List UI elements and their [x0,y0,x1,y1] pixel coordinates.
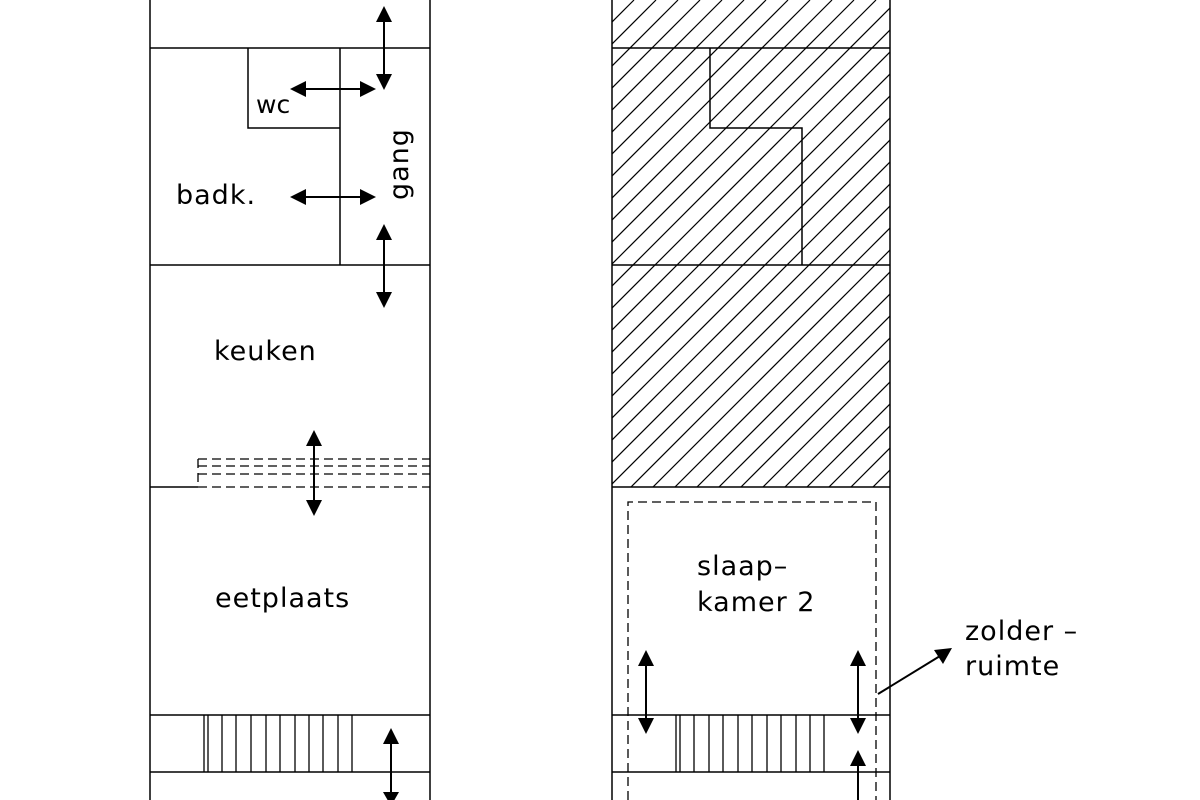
hatch-line [696,293,890,487]
hatch-line [828,425,890,487]
hatch-line [872,469,890,487]
hatch-line [612,51,890,331]
hatch-line [926,0,1200,500]
room-label-bedroom-line2: kamer 2 [697,587,815,618]
hatch-line [612,29,890,309]
hatch-line [850,447,890,487]
hatch-line [1014,0,1200,500]
room-label-kitchen: keuken [214,336,317,367]
hatch-line [612,0,723,111]
bedroom-dashed-outline [627,501,877,800]
arrow-bathroom [290,189,376,205]
hatch-line [612,0,811,199]
hatch-line [1146,0,1200,500]
hatch-line [1036,0,1200,500]
hatch-line [1058,0,1200,500]
hatch-line [612,7,890,287]
hatch-line [612,205,890,485]
arrow-hallway-top [376,6,392,90]
hatch-line [630,227,890,487]
hatch-line [612,0,657,45]
room-label-bathroom: badk. [176,180,256,211]
room-label-wc: wc [256,90,290,119]
hatch-line [784,381,890,487]
hatch-line [612,0,701,89]
hatch-line [612,73,890,353]
staircase-ground [150,714,430,773]
hatch-line [992,0,1200,500]
room-label-bedroom-line1: slaap– [697,551,788,582]
hatch-line [904,0,1200,500]
arrow-bedroom-left [638,650,654,734]
arrow-hallway-kitchen [376,224,392,308]
hatch-line [612,183,890,463]
hatch-line [612,0,613,1]
hatch-line [1102,0,1200,500]
arrow-bedroom-right [850,650,866,734]
hatch-line [612,117,890,397]
hatch-line [612,0,855,243]
hatch-line [612,0,789,177]
hatch-line [1190,0,1200,500]
upper-inner-walls [709,48,803,265]
arrow-kitchen-dining [306,430,322,516]
room-label-dining: eetplaats [215,583,350,614]
hatch-line [740,337,890,487]
hatch-line [1124,0,1200,500]
arrow-wc [290,81,376,97]
upper-floor-plan: slaap– kamer 2 zolder – ruimte [611,0,1200,800]
hatch-line [762,359,890,487]
staircase-upper [612,714,890,773]
hatch-line [612,95,890,375]
arrow-stairs-upper [850,750,866,800]
hatch-line [674,271,890,487]
hatch-line [948,0,1200,500]
hatch-line [612,0,833,221]
arrow-attic-pointer [877,648,952,695]
hatch-line [612,0,745,133]
room-label-attic-line2: ruimte [965,651,1060,682]
hatch-line [1168,0,1200,500]
hatch-line [882,0,1200,500]
arrow-stairs-ground [383,728,399,800]
ground-floor-plan: wc badk. gang keuken eetplaats [149,0,431,800]
hatched-area [612,0,1200,500]
hatch-line [806,403,890,487]
hatch-line [652,249,890,487]
hatch-line [718,315,890,487]
hatch-line [612,139,890,419]
hatch-line [970,0,1200,500]
hatch-line [612,0,767,155]
room-label-attic-line1: zolder – [965,616,1078,647]
room-label-hallway: gang [384,128,415,200]
wc-walls [247,48,340,129]
hatch-line [612,0,877,265]
hatch-line [612,0,679,67]
hatch-line [1080,0,1200,500]
